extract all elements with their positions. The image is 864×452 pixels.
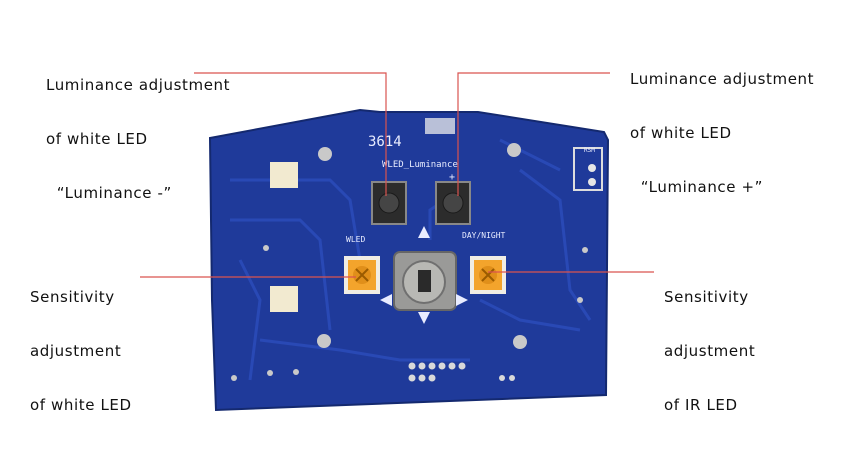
wled-silk: WLED <box>346 235 365 244</box>
wled-luminance-silk: WLED_Luminance <box>382 160 458 170</box>
vias <box>231 143 588 381</box>
label-line: of white LED <box>30 396 132 414</box>
ir-led-sensitivity-pot <box>470 256 506 294</box>
rsm-silk: RSM <box>584 147 595 154</box>
label-line: of white LED <box>46 130 148 148</box>
gold-pad <box>270 286 298 312</box>
label-line: adjustment <box>30 342 122 360</box>
day-night-silk: DAY/NIGHT <box>462 231 506 240</box>
gold-pad <box>270 162 298 188</box>
leader-lines <box>140 72 654 278</box>
label-line: Sensitivity <box>30 288 115 306</box>
sensitivity-ir-label: Sensitivity adjustment of IR LED <box>664 252 755 432</box>
luminance-minus-label: Luminance adjustment of white LED “Lumin… <box>46 40 230 220</box>
rsm-component <box>573 147 603 191</box>
label-line: “Luminance -” <box>46 184 172 202</box>
pcb-traces <box>230 138 592 381</box>
label-line: Sensitivity <box>664 288 749 306</box>
header-pins <box>408 118 515 382</box>
label-line: Luminance adjustment <box>630 70 815 88</box>
luminance-minus-button <box>371 181 407 225</box>
label-line: “Luminance +” <box>630 178 764 196</box>
white-led-sensitivity-pot <box>344 256 380 294</box>
luminance-plus-button <box>435 181 471 225</box>
luminance-plus-label: Luminance adjustment of white LED “Lumin… <box>630 34 814 214</box>
joystick <box>380 226 468 324</box>
label-line: of IR LED <box>664 396 738 414</box>
label-line: Luminance adjustment <box>46 76 231 94</box>
label-line: adjustment <box>664 342 756 360</box>
label-line: of white LED <box>630 124 732 142</box>
sensitivity-white-label: Sensitivity adjustment of white LED <box>30 252 132 432</box>
board-number: 3614 <box>368 134 402 150</box>
plus-silk: + <box>449 172 455 183</box>
